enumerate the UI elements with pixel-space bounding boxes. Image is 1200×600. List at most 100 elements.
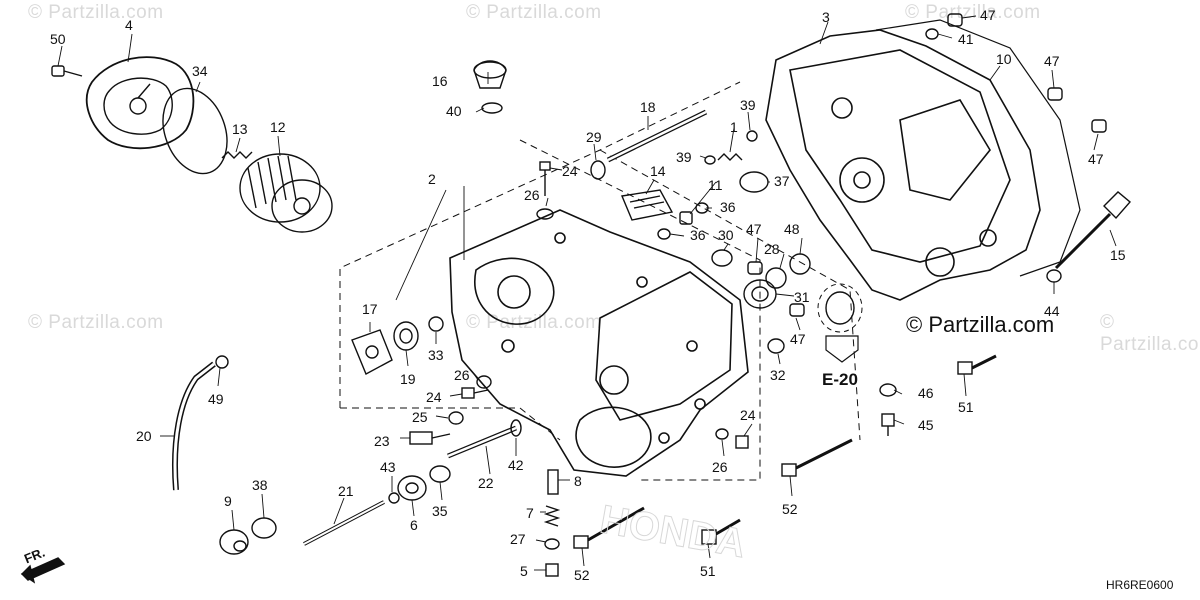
- leader-lines: [57, 15, 1117, 571]
- diagram-code: HR6RE0600: [1106, 578, 1174, 592]
- bolt-45: [881, 413, 895, 436]
- bolt-51-bottom: [701, 518, 741, 545]
- callout-25: 25: [412, 409, 428, 425]
- washer-39b: [746, 130, 758, 142]
- callout-18: 18: [640, 99, 656, 115]
- callout-15: 15: [1110, 247, 1126, 263]
- callout-51-bottom: 51: [700, 563, 716, 579]
- bolt-51-right: [957, 354, 997, 375]
- washer-26-top: [536, 208, 554, 220]
- callout-6: 6: [410, 517, 418, 533]
- callout-50: 50: [50, 31, 66, 47]
- callout-30: 30: [718, 227, 734, 243]
- callout-26-left: 26: [454, 367, 470, 383]
- seal-e20: [825, 291, 855, 325]
- arrow-e20: [825, 335, 859, 363]
- callout-23: 23: [374, 433, 390, 449]
- callout-2: 2: [428, 171, 436, 187]
- washer-44: [1046, 269, 1062, 283]
- callout-47b: 47: [1044, 53, 1060, 69]
- callout-44: 44: [1044, 303, 1060, 319]
- oil-filter-12: [239, 153, 333, 233]
- callout-47d: 47: [746, 221, 762, 237]
- washer-43: [388, 492, 400, 504]
- callout-43: 43: [380, 459, 396, 475]
- callout-46: 46: [918, 385, 934, 401]
- callout-11: 11: [708, 177, 723, 193]
- callout-17: 17: [362, 301, 378, 317]
- callout-labels: 1 2 3 4 5 6 7 8 9 10 11 12 13 14 15 16 1…: [50, 7, 1126, 583]
- callout-39a: 39: [676, 149, 692, 165]
- ring-48: [789, 253, 811, 275]
- shaft-21: [303, 500, 385, 546]
- callout-4: 4: [125, 17, 133, 33]
- callout-24-top: 24: [562, 163, 578, 179]
- diagram-artwork: HONDA: [20, 13, 1131, 584]
- callout-19: 19: [400, 371, 416, 387]
- washer-41: [925, 28, 939, 40]
- watermark-top-right: © Partzilla.com: [905, 2, 1041, 23]
- callout-14: 14: [650, 163, 666, 179]
- callout-28: 28: [764, 241, 780, 257]
- washer-27: [544, 538, 560, 550]
- dowel-47e: [789, 303, 805, 317]
- callout-36b: 36: [690, 227, 706, 243]
- callout-52-right: 52: [782, 501, 798, 517]
- callout-13: 13: [232, 121, 248, 137]
- watermark-top-left: © Partzilla.com: [28, 2, 164, 23]
- o-ring-38: [251, 517, 277, 539]
- callout-48: 48: [784, 221, 800, 237]
- washer-26-left: [476, 375, 492, 389]
- seal-19: [393, 321, 419, 351]
- callout-31: 31: [794, 289, 810, 305]
- callout-45: 45: [918, 417, 934, 433]
- watermark-top-center: © Partzilla.com: [466, 2, 602, 23]
- callout-35: 35: [432, 503, 448, 519]
- callout-9: 9: [224, 493, 232, 509]
- o-ring-37: [739, 171, 769, 193]
- washer-39a: [704, 155, 716, 165]
- bearing-6: [397, 475, 427, 501]
- right-crankcase-cover: [765, 29, 1041, 301]
- callout-51-right: 51: [958, 399, 974, 415]
- dowel-47d: [747, 261, 763, 275]
- cap-9: [219, 529, 249, 555]
- callout-49: 49: [208, 391, 224, 407]
- callout-26-bottom: 26: [712, 459, 728, 475]
- callout-38: 38: [252, 477, 268, 493]
- callout-1: 1: [730, 119, 738, 135]
- watermark-mid-left: © Partzilla.com: [28, 312, 164, 333]
- callout-10: 10: [996, 51, 1012, 67]
- o-ring-36b: [657, 228, 671, 240]
- callout-29: 29: [586, 129, 602, 145]
- callout-32: 32: [770, 367, 786, 383]
- callout-7: 7: [526, 505, 534, 521]
- dowel-47c: [1091, 119, 1107, 133]
- bolt-50: [51, 65, 83, 77]
- callout-37: 37: [774, 173, 790, 189]
- shaft-18: [606, 109, 708, 163]
- o-ring-35: [429, 465, 451, 483]
- spring-7: [543, 505, 561, 527]
- callout-24-left: 24: [426, 389, 442, 405]
- dowel-47b: [1047, 87, 1063, 101]
- washer-40: [481, 102, 503, 114]
- oil-filter-cover: [85, 56, 195, 150]
- callout-26-top: 26: [524, 187, 540, 203]
- callout-20: 20: [136, 428, 152, 444]
- honda-stamp: HONDA: [597, 497, 749, 566]
- callout-47e: 47: [790, 331, 806, 347]
- filler-cap-16: [473, 60, 507, 89]
- reference-label-e20: E-20: [822, 370, 858, 389]
- callout-27: 27: [510, 531, 526, 547]
- callout-41: 41: [958, 31, 974, 47]
- seal-28: [765, 267, 787, 289]
- washer-42: [510, 419, 522, 437]
- seal-32: [767, 338, 785, 354]
- watermark-mid-right: © Partzilla.com: [1100, 312, 1200, 355]
- callout-8: 8: [574, 473, 582, 489]
- bolt-24-bottom: [735, 435, 749, 449]
- bearing-reference: [817, 283, 863, 333]
- callout-21: 21: [338, 483, 354, 499]
